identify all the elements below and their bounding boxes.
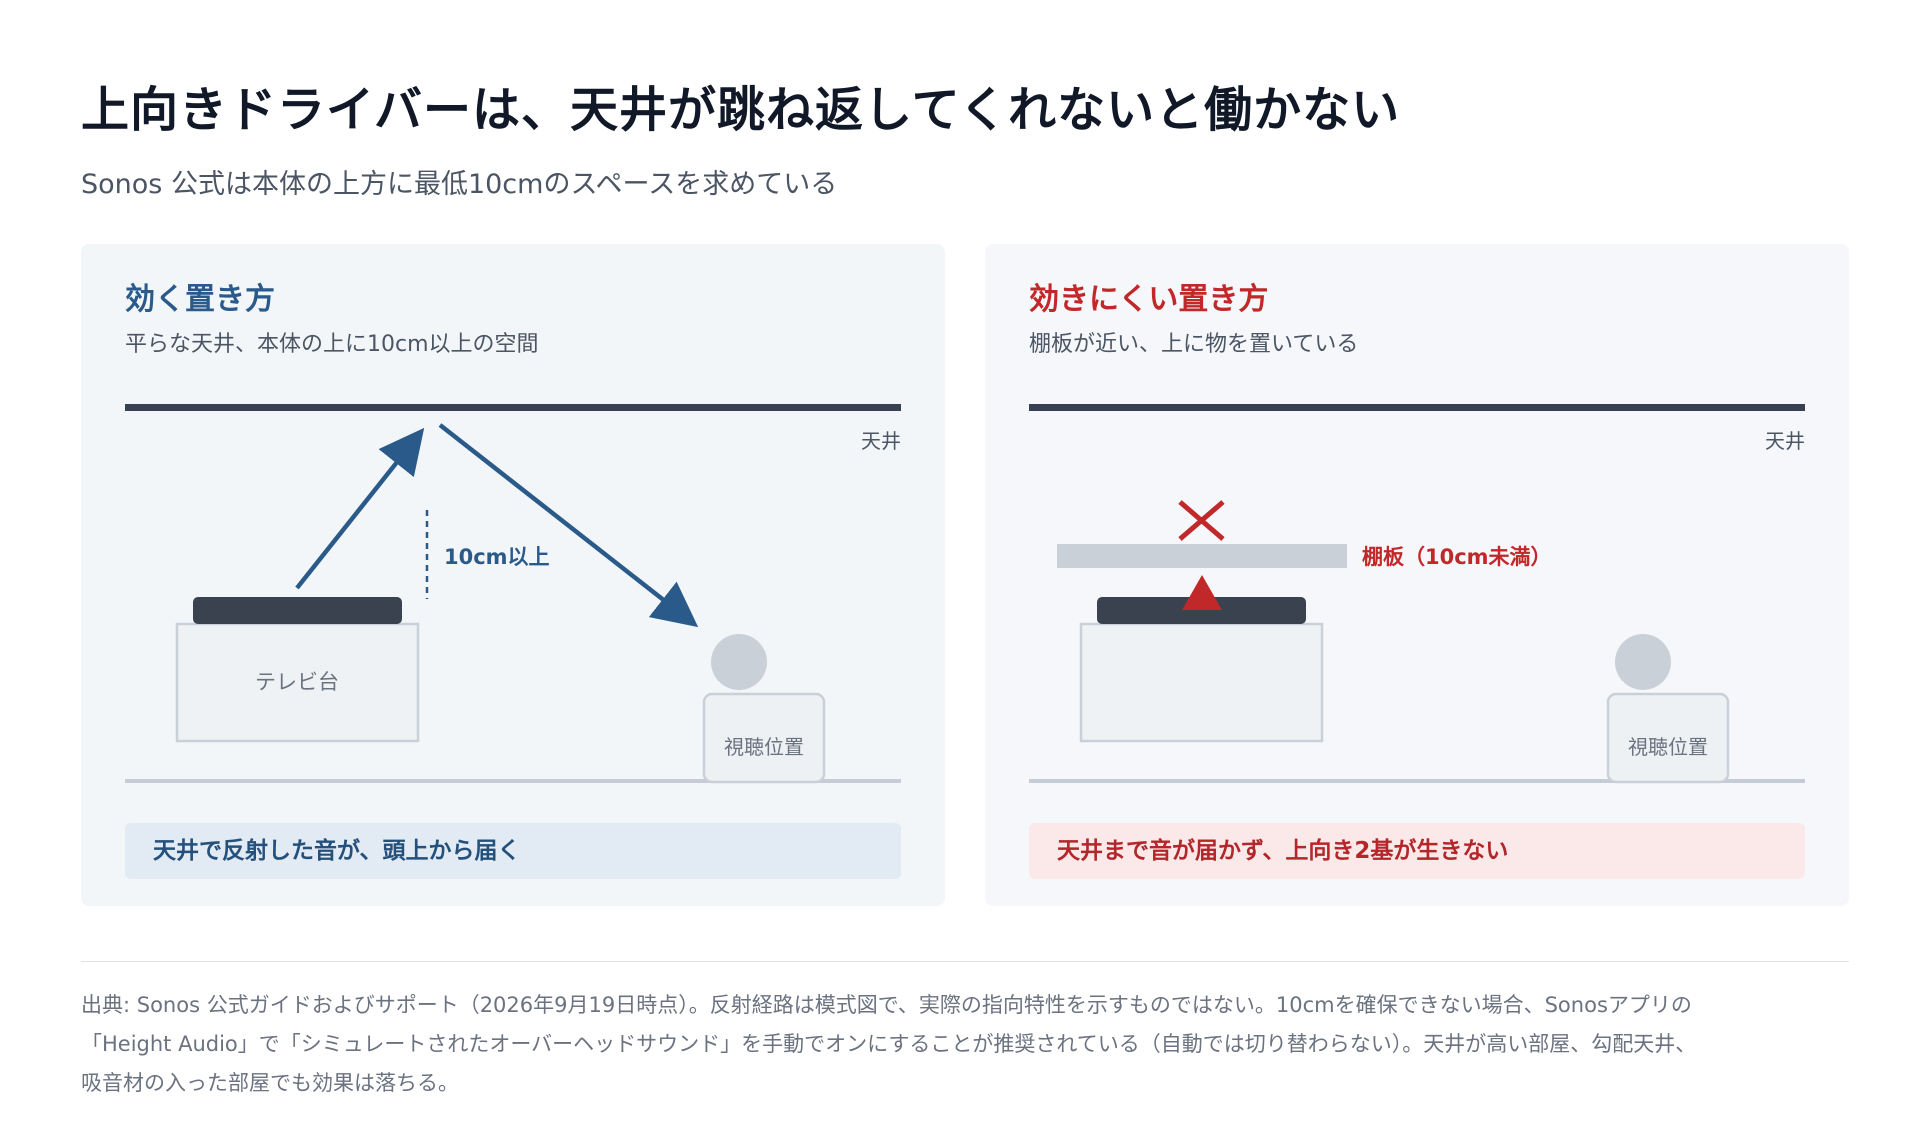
listener-head xyxy=(711,634,767,690)
ceiling-label: 天井 xyxy=(861,429,901,453)
good-panel-subtitle: 平らな天井、本体の上に10cm以上の空間 xyxy=(125,332,539,357)
shelf-board xyxy=(1057,544,1347,568)
listener-label: 視聴位置 xyxy=(724,735,804,759)
listener-seat xyxy=(702,692,826,784)
blocked-arrow-icon xyxy=(1182,575,1222,610)
footnote-line: 吸音材の入った部屋でも効果は落ちる。 xyxy=(81,1071,459,1095)
shelf-label: 棚板（10cm未満） xyxy=(1362,545,1552,569)
listener-head xyxy=(1615,634,1671,690)
source-footnote: 出典: Sonos 公式ガイドおよびサポート（2026年9月19日時点）。反射経… xyxy=(81,986,1871,1103)
tv-stand-label: テレビ台 xyxy=(255,670,339,694)
ceiling-line xyxy=(1029,404,1805,411)
upward-sound-arrow xyxy=(295,427,425,590)
good-callout: 天井で反射した音が、頭上から届く xyxy=(125,823,901,879)
bad-placement-panel: 効きにくい置き方 棚板が近い、上に物を置いている 天井 棚板（10cm未満） 視… xyxy=(985,244,1849,906)
reflected-sound-arrow xyxy=(438,423,699,628)
page-title: 上向きドライバーは、天井が跳ね返してくれないと働かない xyxy=(81,82,1401,138)
good-placement-panel: 効く置き方 平らな天井、本体の上に10cm以上の空間 天井 テレビ台 10cm以… xyxy=(81,244,945,906)
footnote-line: 出典: Sonos 公式ガイドおよびサポート（2026年9月19日時点）。反射経… xyxy=(81,993,1692,1017)
ceiling-line xyxy=(125,404,901,411)
footer-divider xyxy=(81,961,1849,962)
good-placement-diagram: 天井 テレビ台 10cm以上 視聴位置 xyxy=(125,404,901,784)
soundbar xyxy=(193,597,402,624)
listener-seat xyxy=(1606,692,1730,784)
floor-line xyxy=(1029,779,1805,783)
bad-panel-title: 効きにくい置き方 xyxy=(1029,282,1269,317)
good-panel-title: 効く置き方 xyxy=(125,282,275,317)
tv-stand xyxy=(1079,622,1324,743)
clearance-label: 10cm以上 xyxy=(444,545,550,569)
soundbar xyxy=(1097,597,1306,624)
bad-placement-diagram: 天井 棚板（10cm未満） 視聴位置 xyxy=(1029,404,1805,784)
blocked-x-icon xyxy=(1178,500,1225,541)
bad-callout: 天井まで音が届かず、上向き2基が生きない xyxy=(1029,823,1805,879)
listener-label: 視聴位置 xyxy=(1628,735,1708,759)
footnote-line: 「Height Audio」で「シミュレートされたオーバーヘッドサウンド」を手動… xyxy=(81,1032,1697,1056)
page-subtitle: Sonos 公式は本体の上方に最低10cmのスペースを求めている xyxy=(81,169,838,200)
ceiling-label: 天井 xyxy=(1765,429,1805,453)
bad-panel-subtitle: 棚板が近い、上に物を置いている xyxy=(1029,332,1359,357)
floor-line xyxy=(125,779,901,783)
